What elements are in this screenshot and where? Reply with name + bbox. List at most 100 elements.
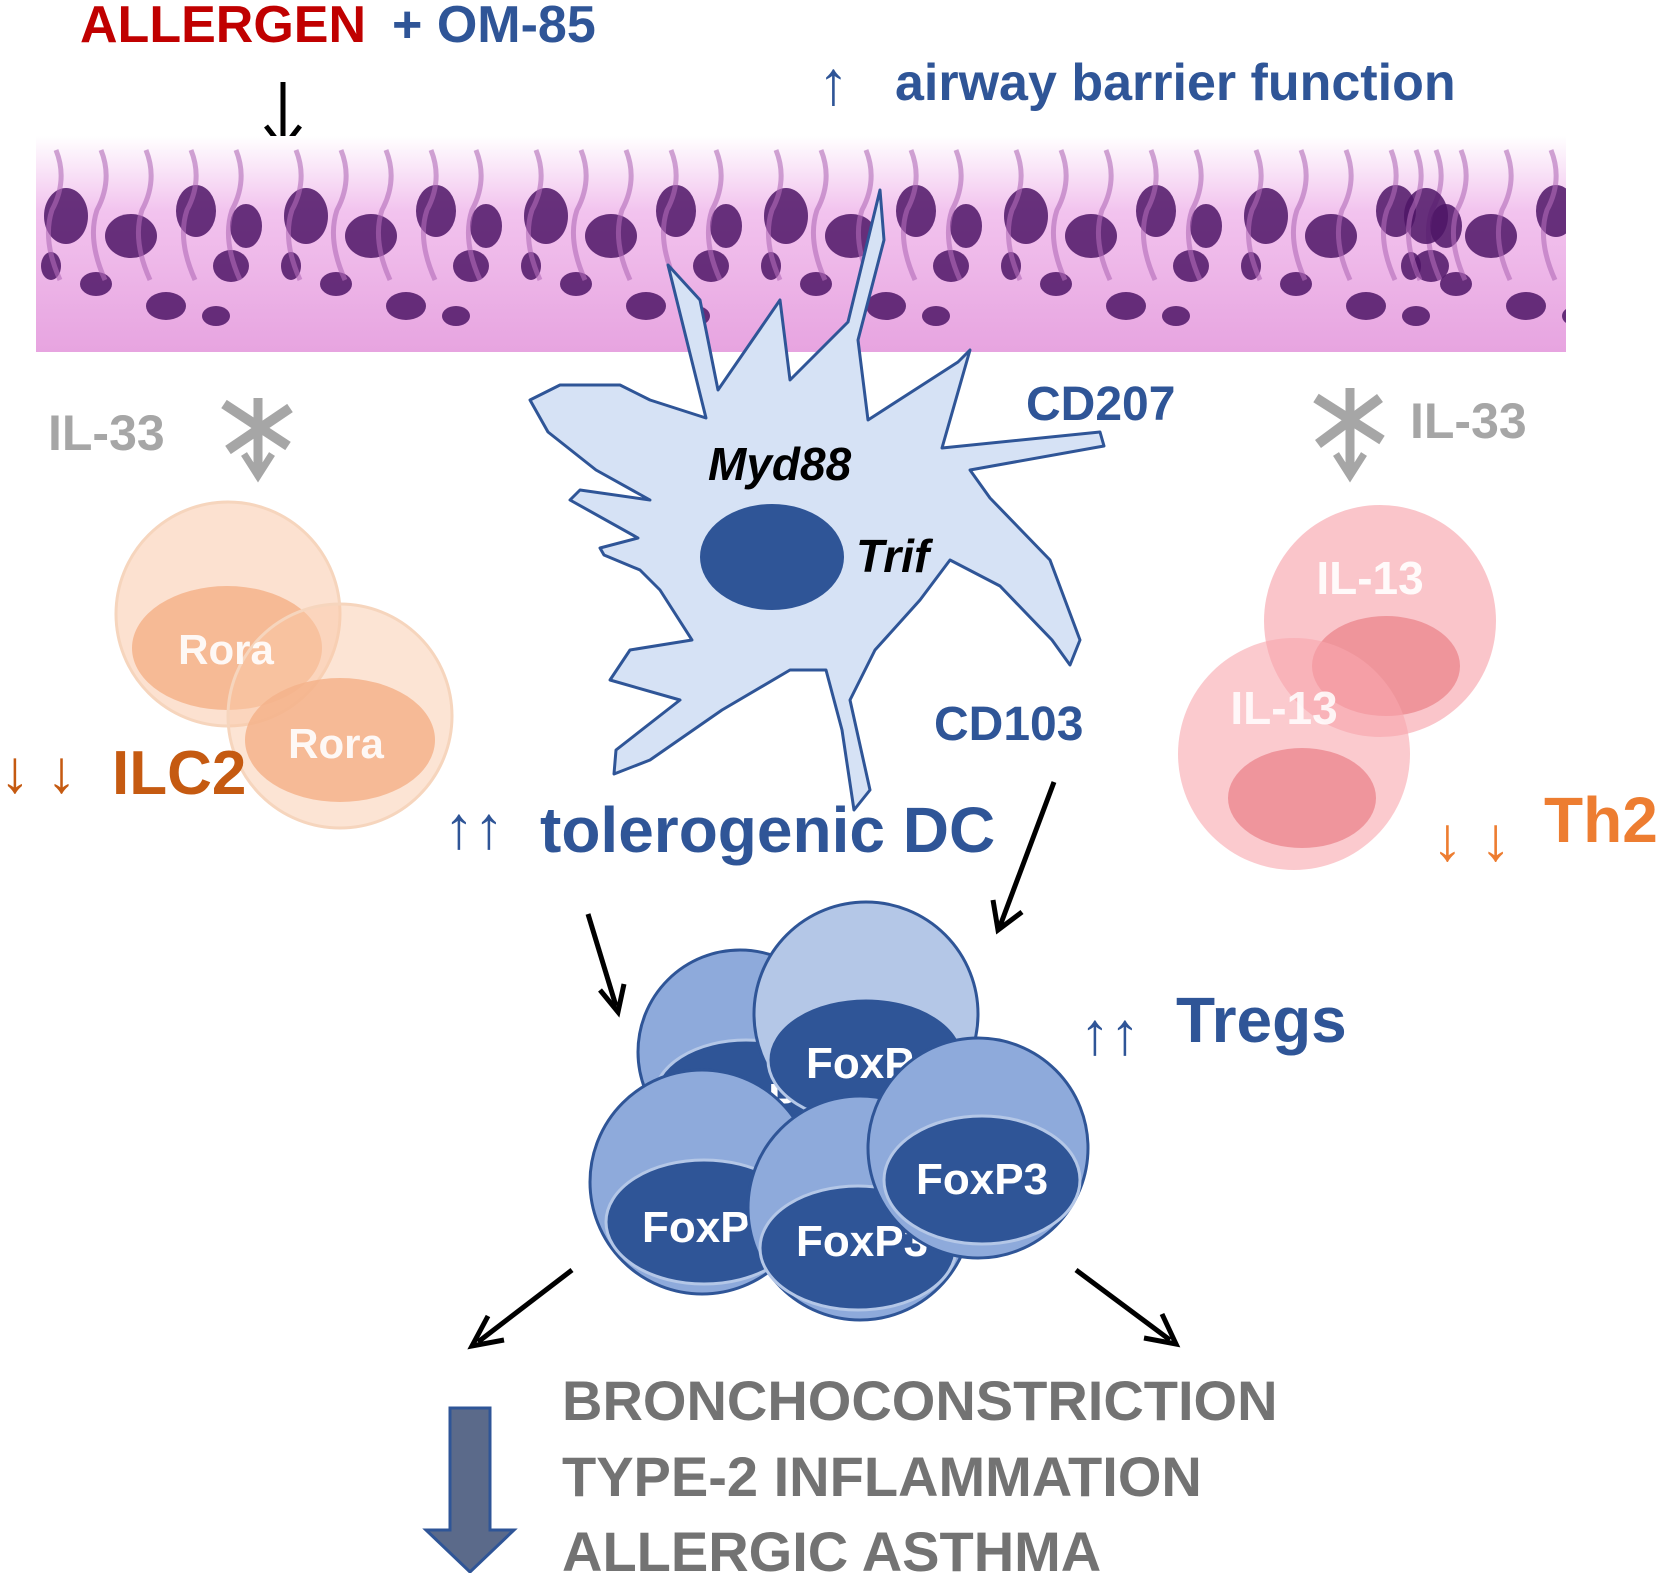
epithelial-nucleus <box>800 272 832 296</box>
epithelial-fiber <box>570 149 589 282</box>
epithelial-fiber <box>1095 149 1114 282</box>
airway-epithelium <box>36 136 1622 352</box>
epithelial-fiber <box>855 149 874 282</box>
dc-up-arrows: ↑↑ <box>444 794 504 861</box>
outcome-bronchoconstriction: BRONCHOCONSTRICTION <box>562 1369 1278 1432</box>
epithelial-fiber <box>705 149 724 282</box>
epithelial-nucleus <box>1305 214 1357 258</box>
epithelial-fiber <box>1588 150 1601 280</box>
epithelial-nucleus <box>320 272 352 296</box>
ilc2-cells: Rora Rora <box>114 500 454 830</box>
right-inhibited-arrow-icon <box>1313 388 1385 483</box>
epithelial-nucleus <box>1440 272 1472 296</box>
epithelial-nucleus <box>1573 250 1609 282</box>
epithelial-fiber <box>1185 149 1204 282</box>
barrier-up-arrow-icon: ↑ <box>818 49 849 118</box>
epithelial-fiber <box>1005 149 1024 282</box>
epithelial-fiber <box>1495 149 1514 282</box>
epithelial-fiber <box>420 149 439 282</box>
epithelial-nucleus <box>560 272 592 296</box>
treg-cell-d: FoxP3 <box>866 1036 1090 1260</box>
epithelial-nucleus <box>442 306 470 326</box>
epithelial-fiber <box>330 149 349 282</box>
epithelial-nucleus <box>230 204 262 248</box>
barrier-function-label: airway barrier function <box>895 54 1456 112</box>
epithelial-nucleus <box>202 306 230 326</box>
epithelial-fiber <box>525 149 544 282</box>
tregs-outcome-arrow-right-icon <box>1074 1267 1181 1348</box>
tolerogenic-dc-label: tolerogenic DC <box>540 794 995 866</box>
epithelial-nucleus <box>1346 292 1386 320</box>
epithelial-fiber <box>225 149 244 282</box>
epithelial-fiber <box>660 149 679 282</box>
epithelial-fiber <box>1290 149 1309 282</box>
trif-label: Trif <box>856 530 934 582</box>
dendritic-cell-body <box>528 188 1106 812</box>
epithelial-fiber <box>1540 149 1559 282</box>
epithelial-fiber <box>1335 149 1354 282</box>
epithelial-nucleus <box>386 292 426 320</box>
epithelial-nucleus <box>1465 214 1517 258</box>
outcome-allergic-asthma: ALLERGIC ASTHMA <box>562 1520 1101 1573</box>
ilc2-label: ILC2 <box>112 739 246 808</box>
epithelial-nucleus <box>1162 306 1190 326</box>
cd103-label: CD103 <box>934 698 1083 751</box>
epithelial-nucleus <box>710 204 742 248</box>
epithelial-nucleus <box>825 214 877 258</box>
epithelial-fiber <box>945 149 964 282</box>
epithelial-fiber <box>1050 149 1069 282</box>
myd88-label: Myd88 <box>708 438 852 490</box>
epithelial-fiber <box>1140 149 1159 282</box>
big-down-arrow-icon <box>422 1406 518 1575</box>
tregs-cluster: FoxP FoxP FoxP FoxP3 FoxP3 <box>588 900 1090 1322</box>
ilc2-rora-label-2: Rora <box>288 720 384 767</box>
epithelial-nucleus <box>1040 272 1072 296</box>
ilc2-rora-label-1: Rora <box>178 626 274 673</box>
epithelial-fiber <box>375 149 394 282</box>
epithelial-nucleus <box>1590 204 1622 248</box>
dc-to-tregs-arrow-right-icon <box>990 781 1057 935</box>
left-inhibited-arrow-icon <box>221 398 293 483</box>
epithelial-nucleus <box>1065 214 1117 258</box>
epithelial-fiber <box>810 149 829 282</box>
th2-il13-label-2: IL-13 <box>1230 682 1337 734</box>
left-il33-label: IL-33 <box>48 405 165 461</box>
epithelial-nucleus <box>1562 309 1566 323</box>
tregs-up-arrows: ↑↑ <box>1080 1000 1140 1067</box>
epithelial-nucleus <box>1106 292 1146 320</box>
epithelial-nucleus <box>626 292 666 320</box>
epithelial-nucleus <box>345 214 397 258</box>
tregs-label: Tregs <box>1176 984 1347 1056</box>
th2-nucleus-2 <box>1228 748 1376 848</box>
dendritic-cell <box>528 188 1106 812</box>
epithelial-fiber <box>1245 149 1264 282</box>
epithelial-fiber <box>1380 149 1399 282</box>
epithelial-nucleus <box>1190 204 1222 248</box>
epithelial-fiber <box>615 149 634 282</box>
epithelial-fiber <box>465 149 484 282</box>
ilc2-nucleus-2 <box>245 678 435 802</box>
epithelial-nucleus <box>866 292 906 320</box>
tregs-outcome-arrow-left-icon <box>467 1268 574 1350</box>
epithelial-fiber <box>1450 149 1469 282</box>
epithelial-nucleus <box>470 204 502 248</box>
th2-down-arrows: ↓ ↓ <box>1432 805 1511 874</box>
epithelial-fiber <box>45 149 64 282</box>
allergen-label: ALLERGEN <box>80 0 366 54</box>
treg-foxp3-label-d: FoxP3 <box>916 1155 1048 1204</box>
th2-il13-label-1: IL-13 <box>1316 552 1423 604</box>
epithelial-fiber <box>135 149 154 282</box>
epithelial-fiber <box>180 149 199 282</box>
epithelial-nucleus <box>1402 306 1430 326</box>
ilc2-down-arrows: ↓ ↓ <box>0 738 77 805</box>
epithelial-fiber <box>285 149 304 282</box>
epithelial-nucleus <box>1280 272 1312 296</box>
epithelial-nucleus <box>80 272 112 296</box>
dc-to-tregs-arrow-left-icon <box>585 913 627 1018</box>
epithelial-nucleus <box>922 306 950 326</box>
epithelial-nucleus <box>146 292 186 320</box>
om85-label: + OM-85 <box>392 0 596 54</box>
epithelial-nucleus <box>585 214 637 258</box>
epithelial-fiber <box>900 149 919 282</box>
